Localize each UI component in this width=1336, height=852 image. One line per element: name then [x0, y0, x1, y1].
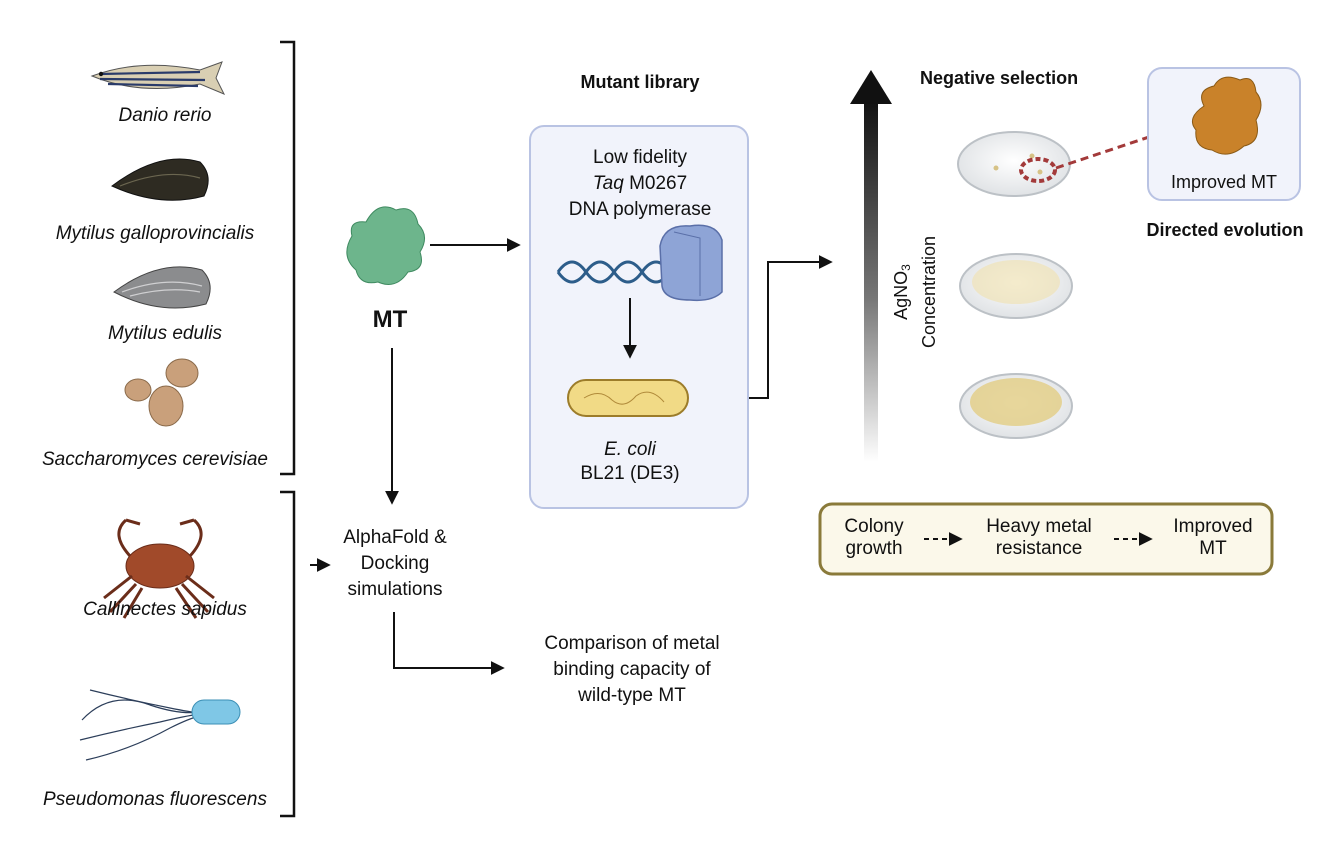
library-line-1: Low fidelity: [593, 147, 687, 168]
alphafold-line-1: AlphaFold &: [343, 527, 447, 548]
comparison-line-2: binding capacity of: [553, 659, 711, 680]
ecoli-label: E. coli: [604, 439, 656, 460]
bracket-bottom: [280, 490, 296, 818]
arrow-alphafold-to-comparison: [393, 612, 505, 675]
mutant-library-title: Mutant library: [580, 72, 700, 92]
pathway-step-resistance-b: resistance: [995, 538, 1083, 559]
alphafold-line-2: Docking: [360, 553, 430, 574]
concentration-gradient-bar: [864, 100, 878, 462]
mt-label: MT: [372, 306, 408, 333]
organism-label-danio: Danio rerio: [118, 105, 212, 126]
directed-evolution-caption: Directed evolution: [1146, 220, 1304, 240]
axis-label-line2: Concentration: [919, 235, 939, 349]
improved-mt-protein-icon: [1191, 76, 1262, 155]
petri-dish-medium: [959, 253, 1073, 319]
pathway-step-improved: Improved MT: [1160, 516, 1266, 560]
organism-label-callinectes: Callinectes sapidus: [83, 599, 247, 620]
concentration-arrow-head: [850, 70, 892, 104]
alphafold-line-3: simulations: [347, 579, 443, 600]
comparison-line-3: wild-type MT: [578, 685, 686, 706]
pathway-step-colony-b: growth: [845, 538, 903, 559]
library-line-2: Taq M0267: [550, 172, 730, 196]
organism-label-mytilus-gallo: Mytilus galloprovincialis: [55, 223, 255, 244]
pathway-step-colony: Colony growth: [826, 516, 922, 560]
selected-colony-circle: [1019, 157, 1057, 183]
negative-selection-title: Negative selection: [920, 68, 1079, 88]
bracket-top: [280, 40, 296, 476]
organism-label-saccharomyces: Saccharomyces cerevisiae: [42, 449, 268, 470]
pathway-step-improved-a: Improved: [1173, 516, 1253, 537]
improved-mt-label: Improved MT: [1170, 172, 1278, 192]
petri-dish-high: [959, 373, 1073, 439]
ecoli-strain-label: BL21 (DE3): [580, 463, 680, 484]
pathway-step-colony-a: Colony: [844, 516, 904, 537]
organism-label-pseudomonas: Pseudomonas fluorescens: [43, 789, 267, 810]
dna-helix-icon: [556, 260, 672, 284]
axis-label-agno3: AgNO3: [890, 232, 917, 352]
polymerase-icon: [659, 224, 723, 302]
metallothionein-protein-icon: [346, 206, 425, 285]
taq-italic: Taq: [592, 173, 624, 194]
zebrafish-icon: [90, 61, 226, 95]
yeast-cells-icon: [124, 358, 199, 427]
axis-label-agno: AgNO: [891, 270, 911, 320]
comparison-line-1: Comparison of metal: [544, 633, 720, 654]
crab-icon: [103, 518, 215, 619]
flagellated-bacterium-icon: [79, 689, 241, 761]
axis-label-concentration: AgNO3 Concentration: [890, 232, 950, 352]
ecoli-icon: [567, 379, 689, 417]
pathway-step-improved-b: MT: [1199, 538, 1227, 559]
mussel-dark-icon: [111, 158, 209, 201]
axis-label-sub: 3: [899, 264, 913, 271]
organism-label-mytilus-edulis: Mytilus edulis: [107, 323, 223, 344]
library-line-3: DNA polymerase: [568, 199, 712, 220]
mussel-grey-icon: [113, 266, 211, 309]
pathway-box: [818, 502, 1274, 576]
pathway-step-resistance: Heavy metal resistance: [966, 516, 1112, 560]
pathway-step-resistance-a: Heavy metal: [986, 516, 1092, 537]
taq-rest: M0267: [629, 173, 688, 194]
